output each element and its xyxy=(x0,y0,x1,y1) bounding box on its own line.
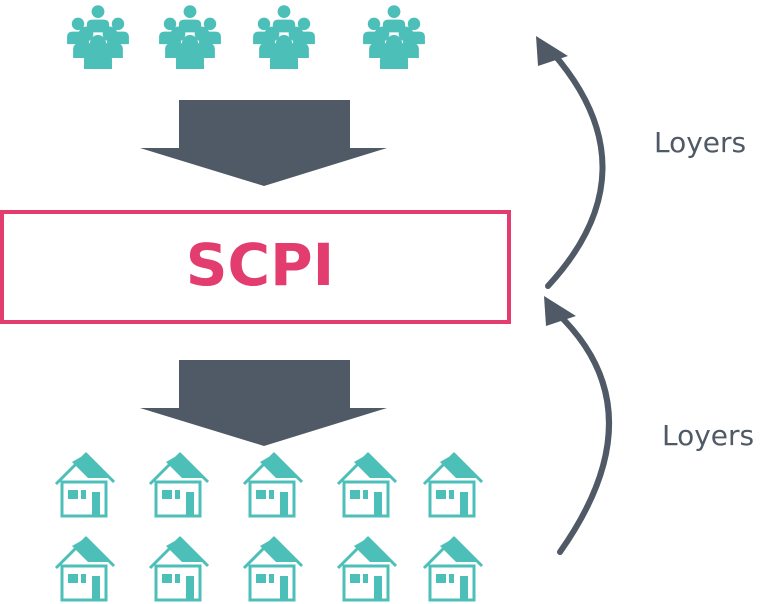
people-group-icon xyxy=(253,5,315,69)
house-icon xyxy=(148,536,210,602)
house-icon xyxy=(422,452,484,518)
house-icon xyxy=(336,536,398,602)
lower-flow-label: Loyers xyxy=(662,419,754,452)
upper-flow-label: Loyers xyxy=(654,126,746,159)
bottom-down-arrow-icon xyxy=(140,360,387,446)
scpi-label: SCPI xyxy=(186,231,334,299)
scpi-box xyxy=(0,210,511,324)
house-icon xyxy=(54,536,116,602)
properties-group xyxy=(54,452,484,602)
lower-curved-arrow-icon xyxy=(553,309,612,555)
house-icon xyxy=(148,452,210,518)
upper-curved-arrowhead-icon xyxy=(536,36,568,66)
house-icon xyxy=(242,452,304,518)
people-group-icon xyxy=(67,5,129,69)
lower-curved-arrowhead-icon xyxy=(544,296,576,326)
house-icon xyxy=(336,452,398,518)
people-group-icon xyxy=(159,5,221,69)
house-icon xyxy=(422,536,484,602)
house-icon xyxy=(242,536,304,602)
investors-group xyxy=(67,5,425,69)
people-group-icon xyxy=(363,5,425,69)
top-down-arrow-icon xyxy=(140,100,387,186)
house-icon xyxy=(54,452,116,518)
upper-curved-arrow-icon xyxy=(545,49,606,289)
